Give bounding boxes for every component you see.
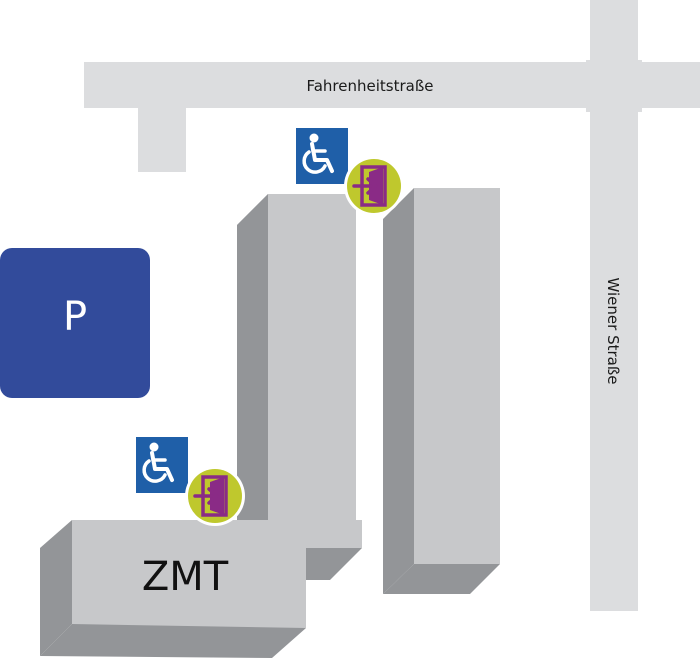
street-label-horizontal: Fahrenheitstraße (306, 77, 433, 95)
building-right (383, 188, 500, 594)
street-side-spur (138, 106, 186, 172)
building-zmt: ZMT (40, 520, 362, 658)
entrance-door-icon (342, 154, 406, 218)
wheelchair-icon (292, 124, 352, 188)
street-label-vertical: Wiener Straße (604, 277, 622, 384)
building-label: ZMT (142, 554, 229, 600)
parking-area (0, 248, 150, 398)
wheelchair-icon (132, 433, 192, 497)
building-middle (237, 194, 356, 580)
street-corner (586, 60, 642, 112)
entrance-door-icon (183, 464, 247, 528)
parking-label: P (63, 294, 87, 340)
